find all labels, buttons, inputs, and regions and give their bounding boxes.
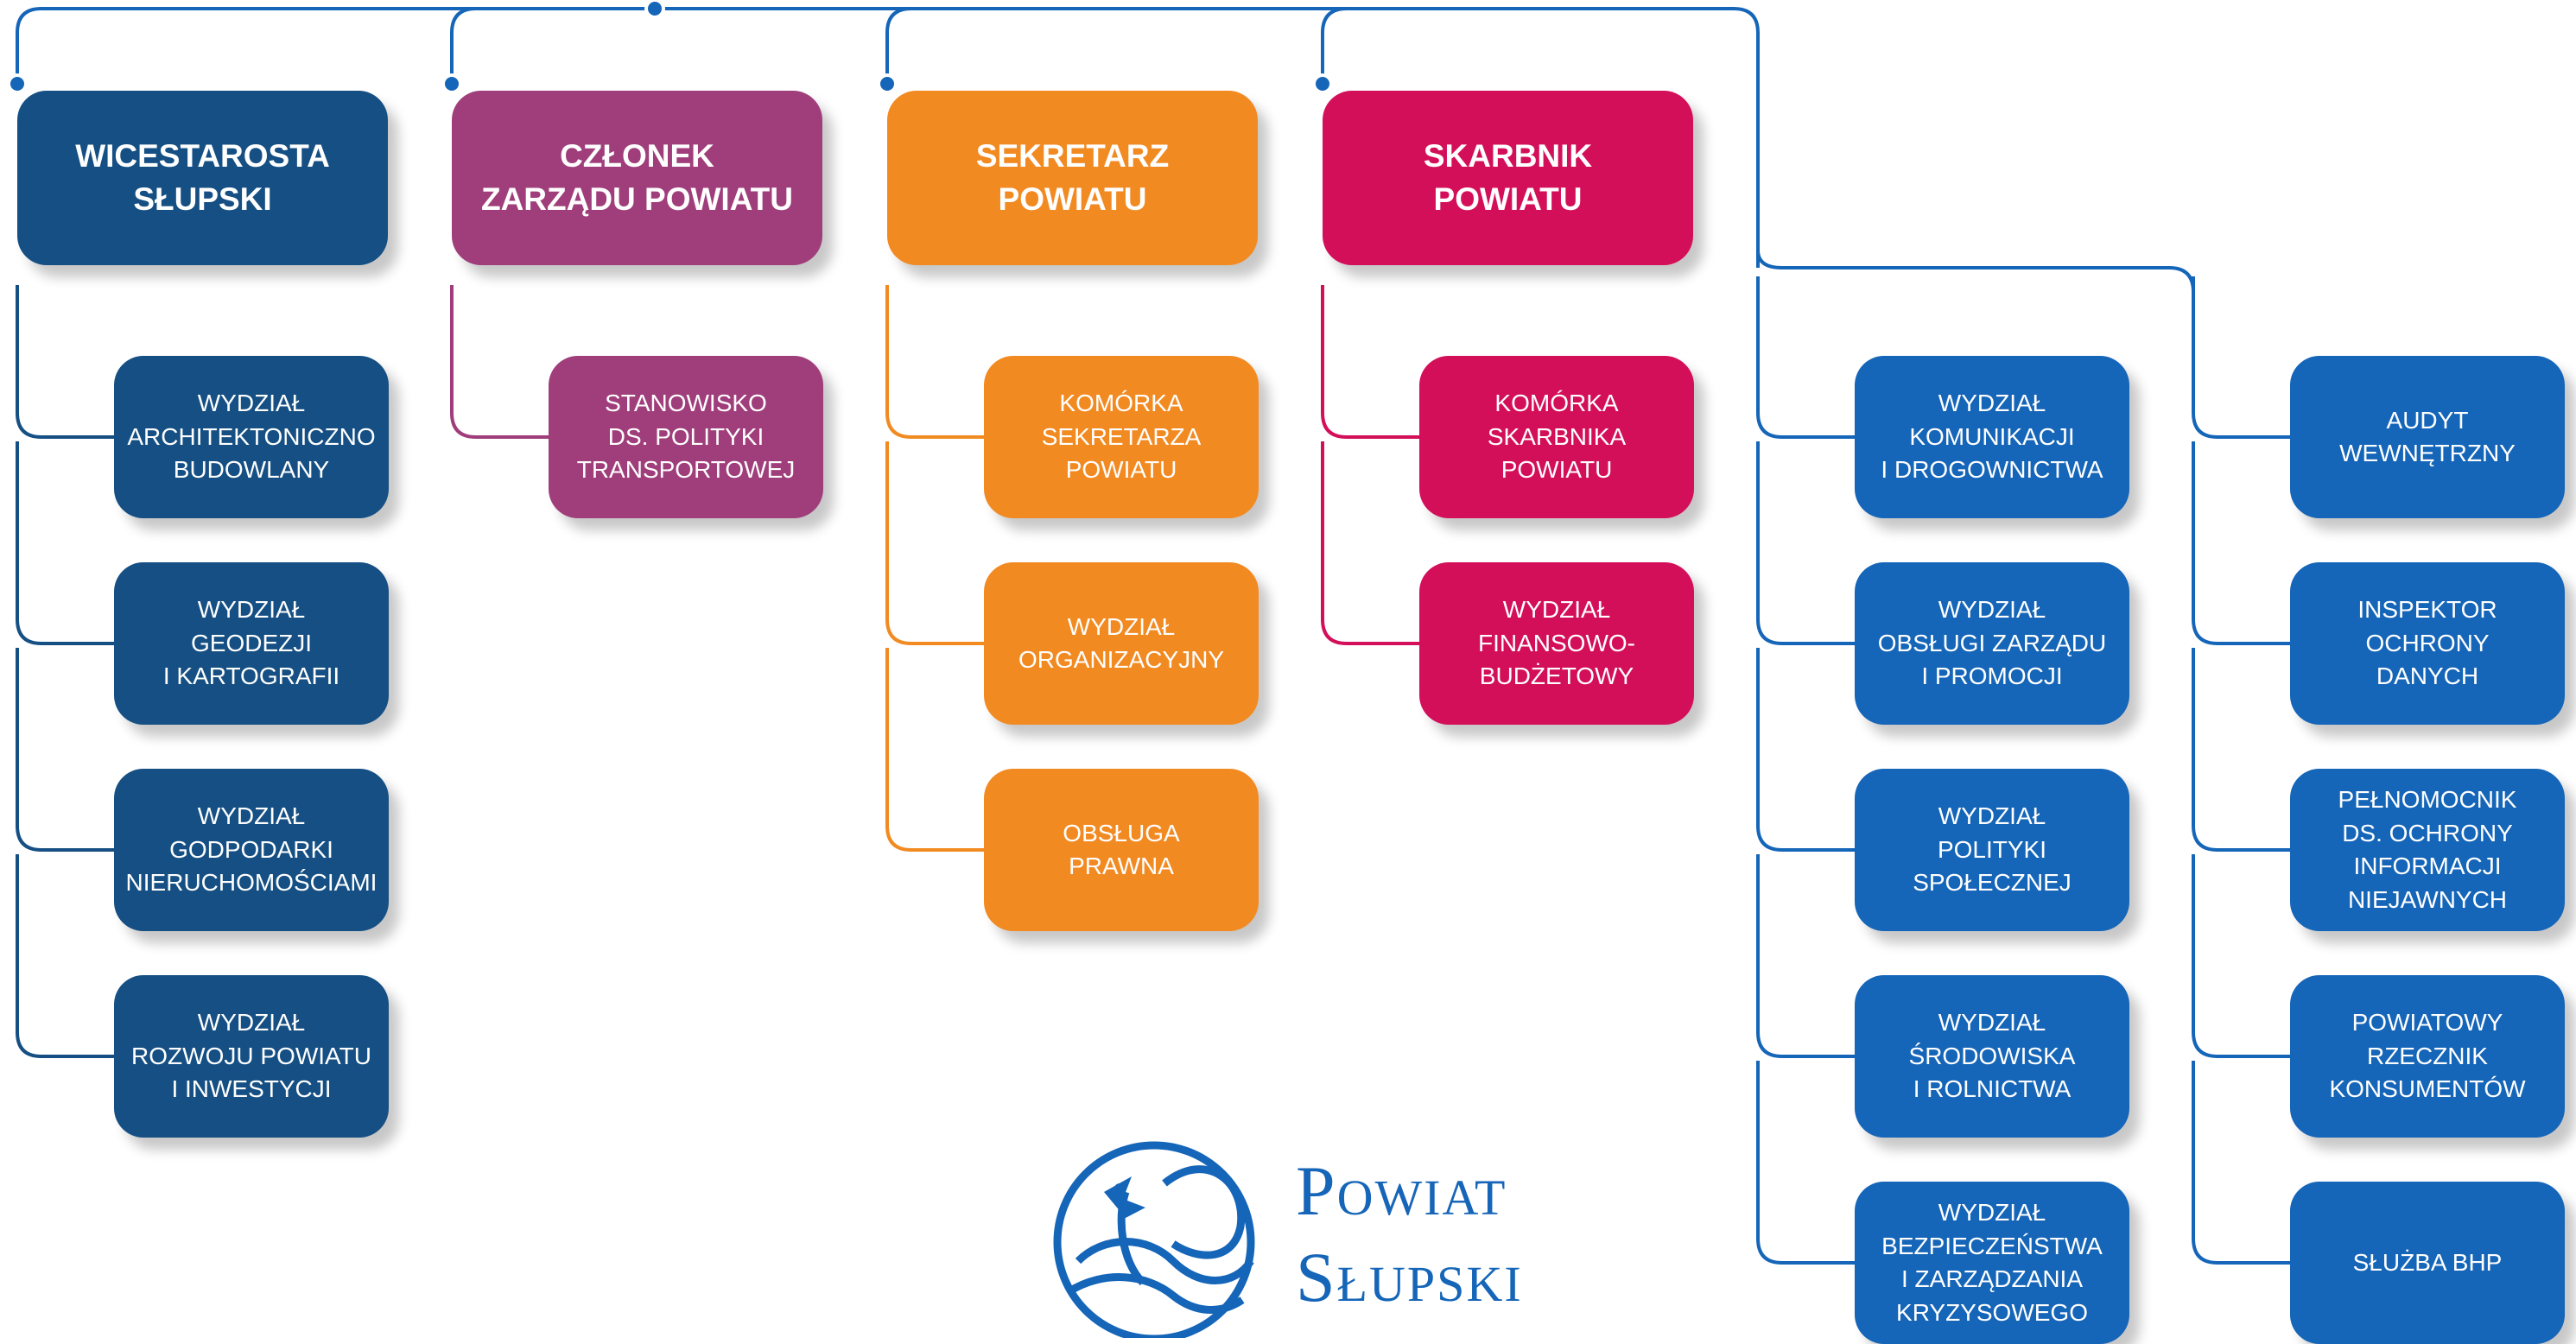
connector-line (16, 854, 114, 1058)
unit-box-wicestarosta-2: WYDZIAŁ GEODEZJI I KARTOGRAFII (114, 562, 389, 725)
logo-line-2-initial: S (1296, 1238, 1337, 1316)
unit-box-direct-1-3: WYDZIAŁ POLITYKI SPOŁECZNEJ (1855, 769, 2129, 931)
connector-line (16, 441, 114, 645)
unit-box-direct-2-2: INSPEKTOR OCHRONY DANYCH (2290, 562, 2565, 725)
logo-line-1: POWIAT (1296, 1156, 1507, 1227)
unit-box-direct-2-5: SŁUŻBA BHP (2290, 1182, 2565, 1344)
head-box-sekretarz: SEKRETARZ POWIATU (887, 91, 1258, 265)
connector-line (1756, 276, 1855, 439)
unit-box-direct-2-4-label: POWIATOWY RZECZNIK KONSUMENTÓW (2329, 1009, 2526, 1103)
head-box-wicestarosta-label: WICESTAROSTA SŁUPSKI (75, 138, 330, 217)
unit-box-direct-2-2-label: INSPEKTOR OCHRONY DANYCH (2357, 596, 2497, 690)
unit-box-direct-1-4-label: WYDZIAŁ ŚRODOWISKA I ROLNICTWA (1908, 1009, 2076, 1103)
connector-line (1756, 854, 1855, 1058)
head-box-skarbnik-label: SKARBNIK POWIATU (1423, 138, 1593, 217)
head-box-sekretarz-label: SEKRETARZ POWIATU (975, 138, 1170, 217)
unit-box-sekretarz-3-label: OBSŁUGA PRAWNA (1063, 819, 1180, 880)
connector-line (450, 285, 549, 439)
unit-box-direct-1-5: WYDZIAŁ BEZPIECZEŃSTWA I ZARZĄDZANIA KRY… (1855, 1182, 2129, 1344)
unit-box-direct-2-1: AUDYT WEWNĘTRZNY (2290, 356, 2565, 518)
connector-line (16, 648, 114, 852)
unit-box-direct-1-1: WYDZIAŁ KOMUNIKACJI I DROGOWNICTWA (1855, 356, 2129, 518)
connector-line (16, 285, 114, 439)
griffin-emblem-icon (1053, 1141, 1255, 1338)
unit-box-direct-1-2-label: WYDZIAŁ OBSŁUGI ZARZĄDU I PROMOCJI (1877, 596, 2107, 690)
unit-box-sekretarz-1-label: KOMÓRKA SEKRETARZA POWIATU (1041, 390, 1202, 484)
connector-line (1756, 441, 1855, 645)
unit-box-sekretarz-2-label: WYDZIAŁ ORGANIZACYJNY (1018, 612, 1225, 674)
connector-line (2192, 276, 2290, 439)
unit-box-direct-1-3-label: WYDZIAŁ POLITYKI SPOŁECZNEJ (1913, 802, 2072, 897)
unit-box-direct-2-3-label: PEŁNOMOCNIK DS. OCHRONY INFORMACJI NIEJA… (2338, 786, 2517, 913)
unit-box-direct-2-5-label: SŁUŻBA BHP (2352, 1248, 2503, 1276)
logo-line-2-rest: ŁUPSKI (1336, 1256, 1523, 1312)
connector-line (1756, 1061, 1855, 1265)
connector-dot (441, 73, 462, 94)
connector-line (885, 648, 984, 852)
connector-line (2192, 854, 2290, 1058)
unit-box-direct-1-2: WYDZIAŁ OBSŁUGI ZARZĄDU I PROMOCJI (1855, 562, 2129, 725)
connector-line (2192, 648, 2290, 852)
connector-line (2192, 1061, 2290, 1265)
unit-box-direct-1-1-label: WYDZIAŁ KOMUNIKACJI I DROGOWNICTWA (1881, 390, 2103, 484)
powiat-slupski-logo: POWIAT SŁUPSKI (1044, 1132, 1562, 1338)
unit-box-direct-1-4: WYDZIAŁ ŚRODOWISKA I ROLNICTWA (1855, 975, 2129, 1138)
head-box-czlonek-zarzadu-label: CZŁONEK ZARZĄDU POWIATU (480, 138, 794, 217)
connector-line (16, 7, 1760, 268)
unit-box-czlonek-zarzadu-1-label: STANOWISKO DS. POLITYKI TRANSPORTOWEJ (576, 390, 796, 484)
unit-box-direct-2-4: POWIATOWY RZECZNIK KONSUMENTÓW (2290, 975, 2565, 1138)
unit-box-skarbnik-1-label: KOMÓRKA SKARBNIKA POWIATU (1487, 390, 1627, 484)
connector-line (885, 441, 984, 645)
unit-box-direct-2-1-label: AUDYT WEWNĘTRZNY (2339, 406, 2516, 467)
connector-line (450, 7, 477, 84)
unit-box-wicestarosta-1-label: WYDZIAŁ ARCHITEKTONICZNO BUDOWLANY (127, 390, 376, 484)
unit-box-wicestarosta-2-label: WYDZIAŁ GEODEZJI I KARTOGRAFII (162, 596, 340, 690)
connector-dot (644, 0, 665, 19)
head-box-skarbnik: SKARBNIK POWIATU (1323, 91, 1693, 265)
connector-dot (877, 73, 898, 94)
connector-line (1321, 7, 1348, 84)
unit-box-wicestarosta-4-label: WYDZIAŁ ROZWOJU POWIATU I INWESTYCJI (131, 1009, 371, 1103)
unit-box-sekretarz-3: OBSŁUGA PRAWNA (984, 769, 1259, 931)
unit-box-wicestarosta-3: WYDZIAŁ GODPODARKI NIERUCHOMOŚCIAMI (114, 769, 389, 931)
connector-dot (7, 73, 28, 94)
unit-box-skarbnik-1: KOMÓRKA SKARBNIKA POWIATU (1419, 356, 1694, 518)
connector-dot (1312, 73, 1333, 94)
unit-box-skarbnik-2-label: WYDZIAŁ FINANSOWO- BUDŻETOWY (1478, 596, 1635, 690)
unit-box-sekretarz-2: WYDZIAŁ ORGANIZACYJNY (984, 562, 1259, 725)
connector-line (885, 285, 984, 439)
unit-box-skarbnik-2: WYDZIAŁ FINANSOWO- BUDŻETOWY (1419, 562, 1694, 725)
unit-box-direct-2-3: PEŁNOMOCNIK DS. OCHRONY INFORMACJI NIEJA… (2290, 769, 2565, 931)
unit-box-wicestarosta-1: WYDZIAŁ ARCHITEKTONICZNO BUDOWLANY (114, 356, 389, 518)
unit-box-wicestarosta-3-label: WYDZIAŁ GODPODARKI NIERUCHOMOŚCIAMI (125, 802, 378, 897)
connector-line (1756, 648, 1855, 852)
connector-line (1321, 285, 1419, 439)
connector-line (2192, 441, 2290, 645)
unit-box-direct-1-5-label: WYDZIAŁ BEZPIECZEŃSTWA I ZARZĄDZANIA KRY… (1881, 1199, 2103, 1326)
head-box-czlonek-zarzadu: CZŁONEK ZARZĄDU POWIATU (452, 91, 822, 265)
connector-line (1321, 441, 1419, 645)
head-box-wicestarosta: WICESTAROSTA SŁUPSKI (17, 91, 388, 265)
logo-line-1-rest: OWIAT (1336, 1170, 1507, 1226)
connector-line (885, 7, 912, 84)
connector-line (1756, 250, 2195, 311)
unit-box-czlonek-zarzadu-1: STANOWISKO DS. POLITYKI TRANSPORTOWEJ (549, 356, 823, 518)
logo-line-1-initial: P (1296, 1151, 1337, 1230)
unit-box-sekretarz-1: KOMÓRKA SEKRETARZA POWIATU (984, 356, 1259, 518)
unit-box-wicestarosta-4: WYDZIAŁ ROZWOJU POWIATU I INWESTYCJI (114, 975, 389, 1138)
logo-line-2: SŁUPSKI (1296, 1242, 1523, 1313)
